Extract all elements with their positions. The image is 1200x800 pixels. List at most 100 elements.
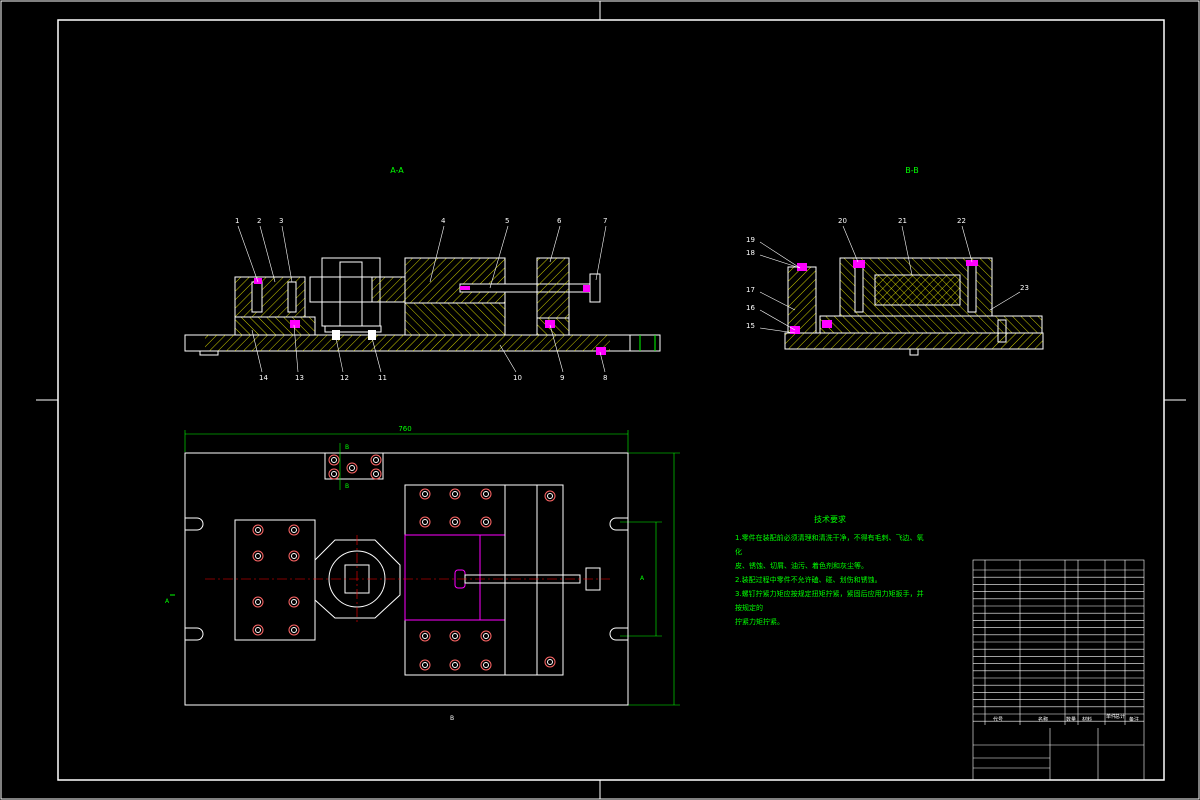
balloon-bb-19: 19 <box>746 236 755 244</box>
technical-requirements: 技术要求 1.零件在装配前必须清理和清洗干净，不得有毛刺、飞边、氧化 皮、锈蚀、… <box>735 513 925 629</box>
balloon-aa-1: 1 <box>235 217 239 225</box>
bolt-hole-inner <box>422 662 428 668</box>
balloon-aa-9: 9 <box>560 374 564 382</box>
bolt-hole <box>419 488 431 500</box>
tb-header-note: 备注 <box>1129 716 1139 723</box>
bolt-hole-inner <box>483 662 489 668</box>
tb-header-name: 名称 <box>1038 716 1048 723</box>
balloon-bb-22: 22 <box>957 217 966 225</box>
bolt-hole-inner <box>547 659 553 665</box>
bolt-hole-inner <box>255 599 261 605</box>
bolt-hole-inner <box>452 519 458 525</box>
section-mark-a-left: A <box>165 598 170 605</box>
bolt-hole-inner <box>291 553 297 559</box>
balloon-aa-10: 10 <box>513 374 522 382</box>
bolt-hole <box>288 624 300 636</box>
bolt-hole <box>480 488 492 500</box>
bolt-hole-inner <box>452 662 458 668</box>
bolt-hole <box>370 454 382 466</box>
balloon-bb-15: 15 <box>746 322 755 330</box>
bolt-hole-inner <box>452 633 458 639</box>
balloon-bb-18: 18 <box>746 249 755 257</box>
balloon-aa-5: 5 <box>505 217 509 225</box>
aa-balloons: 1 2 3 4 5 6 7 14 13 12 11 10 9 8 <box>235 217 607 382</box>
bolt-hole <box>419 630 431 642</box>
bolt-hole <box>328 454 340 466</box>
title-block-header: 代号 名称 数量 材料 单件 总计 备注 <box>993 713 1139 723</box>
tech-line-1: 1.零件在装配前必须清理和清洗干净，不得有毛刺、飞边、氧化 <box>735 534 924 556</box>
dim-overall-length: 760 <box>398 425 411 433</box>
bolt-hole-inner <box>483 491 489 497</box>
balloon-aa-7: 7 <box>603 217 607 225</box>
bolt-hole-inner <box>291 627 297 633</box>
balloon-aa-8: 8 <box>603 374 607 382</box>
bolt-hole <box>480 516 492 528</box>
balloon-bb-20: 20 <box>838 217 847 225</box>
tb-header-code: 代号 <box>993 716 1003 723</box>
balloon-aa-4: 4 <box>441 217 446 225</box>
bolt-hole <box>346 462 358 474</box>
bolt-hole-inner <box>422 633 428 639</box>
balloon-bb-23: 23 <box>1020 284 1029 292</box>
bolt-hole <box>480 630 492 642</box>
bolt-hole <box>252 524 264 536</box>
bolt-hole <box>252 596 264 608</box>
balloon-aa-13: 13 <box>295 374 304 382</box>
section-mark-b-bottom: B <box>345 483 349 490</box>
section-bb-view <box>784 257 1044 356</box>
plan-view: 760 B B <box>165 425 680 722</box>
tb-header-unit: 单件 <box>1106 713 1116 720</box>
bolt-hole-inner <box>422 519 428 525</box>
bolt-hole <box>419 516 431 528</box>
tech-title: 技术要求 <box>814 515 846 524</box>
section-aa-view <box>184 257 661 356</box>
balloon-aa-11: 11 <box>378 374 387 382</box>
balloon-aa-3: 3 <box>279 217 283 225</box>
bolt-hole <box>288 524 300 536</box>
bolt-hole-inner <box>483 519 489 525</box>
bolt-hole-inner <box>255 553 261 559</box>
section-mark-a-right: A <box>640 575 645 582</box>
bolt-hole-inner <box>452 491 458 497</box>
bolt-hole <box>544 656 556 668</box>
bolt-hole-inner <box>331 457 337 463</box>
section-mark-b-lower: B <box>450 715 454 722</box>
bolt-hole <box>480 659 492 671</box>
bolt-hole <box>449 659 461 671</box>
tb-header-qty: 数量 <box>1066 716 1076 723</box>
tech-line-2: 皮、锈蚀、切屑、油污、着色剂和灰尘等。 <box>735 562 868 570</box>
tb-header-material: 材料 <box>1082 716 1092 723</box>
balloon-bb-17: 17 <box>746 286 755 294</box>
bolt-hole <box>449 516 461 528</box>
bolt-hole-inner <box>373 457 379 463</box>
bolt-hole-inner <box>255 527 261 533</box>
bolt-hole-inner <box>331 471 337 477</box>
bolt-hole <box>449 488 461 500</box>
bolt-hole-inner <box>255 627 261 633</box>
plan-bolt-holes <box>252 454 556 671</box>
bb-balloons: 19 18 17 16 15 20 21 22 23 <box>746 217 1029 334</box>
bolt-hole-inner <box>373 471 379 477</box>
section-aa-title: A-A <box>390 166 404 175</box>
bolt-hole <box>370 468 382 480</box>
bolt-hole-inner <box>291 527 297 533</box>
bolt-hole-inner <box>547 493 553 499</box>
bolt-hole-inner <box>291 599 297 605</box>
tech-line-3: 2.装配过程中零件不允许磕、碰、划伤和锈蚀。 <box>735 576 882 584</box>
bolt-hole <box>288 596 300 608</box>
bolt-hole-inner <box>483 633 489 639</box>
tech-line-5: 拧紧力矩拧紧。 <box>735 618 784 626</box>
tb-header-total: 总计 <box>1115 713 1125 720</box>
balloon-bb-21: 21 <box>898 217 907 225</box>
bolt-hole <box>449 630 461 642</box>
bolt-hole <box>544 490 556 502</box>
bolt-hole <box>252 550 264 562</box>
balloon-aa-12: 12 <box>340 374 349 382</box>
balloon-aa-2: 2 <box>257 217 261 225</box>
section-bb-title: B-B <box>905 166 919 175</box>
bolt-hole <box>288 550 300 562</box>
balloon-aa-14: 14 <box>259 374 268 382</box>
balloon-aa-6: 6 <box>557 217 562 225</box>
